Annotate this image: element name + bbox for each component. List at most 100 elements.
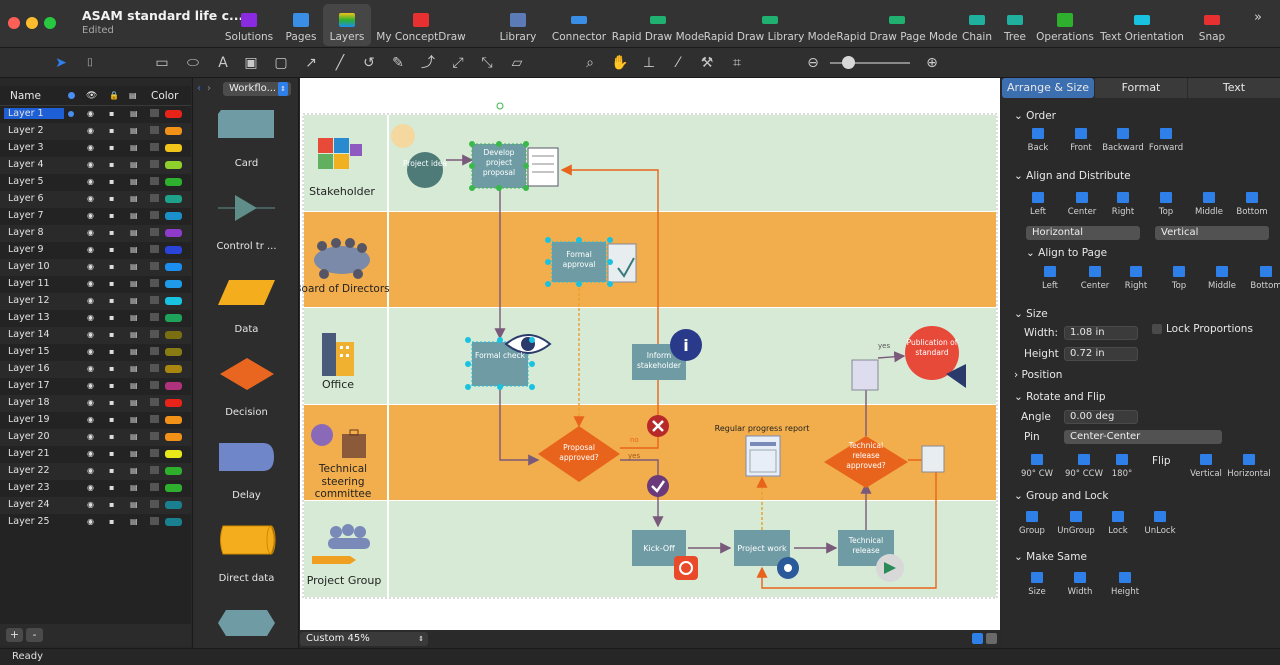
visibility-icon[interactable]: ◉ bbox=[87, 109, 94, 118]
library-back-icon[interactable]: ‹ bbox=[197, 83, 201, 94]
lock-icon[interactable]: ▪ bbox=[109, 211, 115, 220]
left-button[interactable]: Left bbox=[1030, 207, 1046, 217]
print-icon[interactable]: ▤ bbox=[130, 262, 138, 271]
visibility-icon[interactable]: ◉ bbox=[87, 398, 94, 407]
layer-option-checkbox[interactable] bbox=[150, 228, 159, 236]
library-forward-icon[interactable]: › bbox=[207, 83, 211, 94]
lock-icon[interactable]: ▪ bbox=[109, 347, 115, 356]
width-icon[interactable] bbox=[1074, 572, 1086, 583]
layer-color-swatch[interactable] bbox=[165, 467, 182, 475]
bottom-button[interactable]: Bottom bbox=[1236, 207, 1268, 217]
layer-color-swatch[interactable] bbox=[165, 263, 182, 271]
layer-color-swatch[interactable] bbox=[165, 314, 182, 322]
center-button[interactable]: Center bbox=[1067, 207, 1097, 217]
delay-shape[interactable] bbox=[219, 443, 274, 471]
layer-row[interactable]: Layer 5◉▪▤ bbox=[0, 174, 191, 191]
tab-arrange-size[interactable]: Arrange & Size bbox=[1002, 78, 1094, 98]
layer-option-checkbox[interactable] bbox=[150, 296, 159, 304]
rapid-draw-mode-button[interactable]: Rapid Draw Mode bbox=[612, 4, 704, 46]
vertical-icon[interactable] bbox=[1200, 454, 1212, 465]
print-icon[interactable]: ▤ bbox=[130, 160, 138, 169]
library-button[interactable]: Library bbox=[498, 4, 538, 46]
text-frame-tool-icon[interactable]: ⌷ bbox=[86, 56, 94, 69]
front-button[interactable]: Front bbox=[1070, 143, 1092, 153]
layer-color-swatch[interactable] bbox=[165, 433, 182, 441]
layer-color-swatch[interactable] bbox=[165, 110, 182, 118]
layer-name[interactable]: Layer 4 bbox=[8, 159, 44, 170]
lock-icon[interactable]: ▪ bbox=[109, 364, 115, 373]
layer-option-checkbox[interactable] bbox=[150, 517, 159, 525]
print-icon[interactable]: ▤ bbox=[130, 449, 138, 458]
layer-option-checkbox[interactable] bbox=[150, 483, 159, 491]
back-icon[interactable] bbox=[1032, 128, 1044, 139]
print-icon[interactable]: ▤ bbox=[130, 398, 138, 407]
layer-option-checkbox[interactable] bbox=[150, 347, 159, 355]
bottom-icon[interactable] bbox=[1260, 266, 1272, 277]
center-button[interactable]: Center bbox=[1080, 281, 1110, 291]
diagram-page[interactable]: Stakeholder Board of Directors Office Te… bbox=[300, 78, 1000, 630]
visibility-icon[interactable]: ◉ bbox=[87, 313, 94, 322]
direct-data-shape[interactable] bbox=[220, 525, 276, 555]
group-button[interactable]: Group bbox=[1019, 526, 1045, 536]
layer-name[interactable]: Layer 14 bbox=[8, 329, 50, 340]
90-cw-button[interactable]: 90° CW bbox=[1020, 469, 1054, 479]
size-section-header[interactable]: ⌄ Size bbox=[1014, 308, 1048, 320]
layer-color-swatch[interactable] bbox=[165, 518, 182, 526]
right-icon[interactable] bbox=[1130, 266, 1142, 277]
layer-name[interactable]: Layer 2 bbox=[8, 125, 44, 136]
visibility-icon[interactable]: ◉ bbox=[87, 347, 94, 356]
inform-stakeholder-node[interactable]: i bbox=[632, 329, 702, 380]
layer-row[interactable]: Layer 10◉▪▤ bbox=[0, 259, 191, 276]
layer-name[interactable]: Layer 11 bbox=[8, 278, 50, 289]
proposal-approved-decision[interactable] bbox=[538, 426, 620, 482]
layer-color-swatch[interactable] bbox=[165, 484, 182, 492]
layer-row[interactable]: Layer 6◉▪▤ bbox=[0, 191, 191, 208]
print-icon[interactable]: ▤ bbox=[130, 279, 138, 288]
zoom-window-button[interactable] bbox=[44, 17, 56, 29]
print-icon[interactable]: ▤ bbox=[130, 177, 138, 186]
tree-button[interactable]: Tree bbox=[1000, 4, 1030, 46]
top-icon[interactable] bbox=[1173, 266, 1185, 277]
layer-option-checkbox[interactable] bbox=[150, 245, 159, 253]
layer-name[interactable]: Layer 19 bbox=[8, 414, 50, 425]
horizontal-button[interactable]: Horizontal bbox=[1227, 469, 1271, 479]
position-section-header[interactable]: › Position bbox=[1014, 369, 1063, 381]
control-transfer-shape[interactable] bbox=[218, 195, 275, 221]
backward-button[interactable]: Backward bbox=[1102, 143, 1144, 153]
layer-row[interactable]: Layer 7◉▪▤ bbox=[0, 208, 191, 225]
layer-color-swatch[interactable] bbox=[165, 450, 182, 458]
right-button[interactable]: Right bbox=[1124, 281, 1148, 291]
edge-check-decision[interactable] bbox=[499, 388, 540, 466]
center-icon[interactable] bbox=[1089, 266, 1101, 277]
text-box-tool-icon[interactable]: ▣ bbox=[244, 55, 258, 71]
layer-option-checkbox[interactable] bbox=[150, 211, 159, 219]
layer-name[interactable]: Layer 10 bbox=[8, 261, 50, 272]
layer-color-swatch[interactable] bbox=[165, 144, 182, 152]
visibility-icon[interactable]: ◉ bbox=[87, 194, 94, 203]
shape-tool-icon[interactable]: ▱ bbox=[511, 55, 523, 71]
lock-icon[interactable]: ▪ bbox=[109, 466, 115, 475]
layer-name[interactable]: Layer 15 bbox=[8, 346, 50, 357]
horizontal-distribute-select[interactable]: Horizontal bbox=[1026, 226, 1140, 240]
layer-name[interactable]: Layer 25 bbox=[8, 516, 50, 527]
view-mode-icon[interactable] bbox=[972, 633, 983, 644]
tech-release-decision[interactable] bbox=[824, 436, 945, 488]
unlock-button[interactable]: UnLock bbox=[1144, 526, 1176, 536]
layer-option-checkbox[interactable] bbox=[150, 364, 159, 372]
lock-icon[interactable]: ▪ bbox=[109, 330, 115, 339]
lock-icon[interactable] bbox=[1112, 511, 1124, 522]
text-orientation-button[interactable]: Text Orientation bbox=[1100, 4, 1184, 46]
layer-row[interactable]: Layer 17◉▪▤ bbox=[0, 378, 191, 395]
zoom-out-icon[interactable]: ⊖ bbox=[807, 55, 819, 71]
solutions-button[interactable]: Solutions bbox=[224, 4, 274, 46]
lock-button[interactable]: Lock bbox=[1108, 526, 1128, 536]
right-button[interactable]: Right bbox=[1111, 207, 1135, 217]
lock-icon[interactable]: ▪ bbox=[109, 381, 115, 390]
middle-icon[interactable] bbox=[1203, 192, 1215, 203]
bezier-tool-icon[interactable]: ⤴ bbox=[421, 55, 435, 71]
print-icon[interactable]: ▤ bbox=[130, 211, 138, 220]
layer-option-checkbox[interactable] bbox=[150, 160, 159, 168]
layer-color-swatch[interactable] bbox=[165, 246, 182, 254]
layer-option-checkbox[interactable] bbox=[150, 313, 159, 321]
layer-name[interactable]: Layer 8 bbox=[8, 227, 44, 238]
